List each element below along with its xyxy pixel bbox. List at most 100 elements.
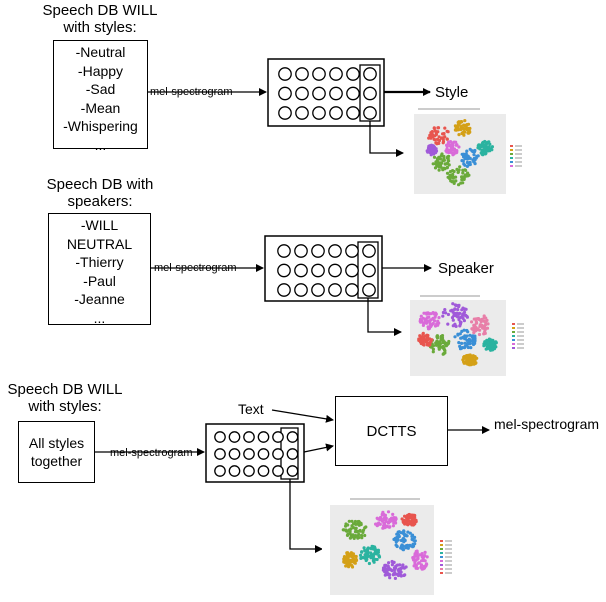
text-to-dctts-arrow [271, 409, 334, 423]
scatter-point [469, 346, 473, 350]
neuron-circle [346, 86, 360, 101]
scatter-point [465, 149, 469, 153]
list-item: -Whispering [63, 118, 138, 135]
scatter-point [415, 566, 420, 571]
scatter-point [461, 358, 465, 362]
panel3-heading: Speech DB WILL with styles: [0, 381, 130, 415]
neuron-circle [277, 244, 291, 258]
panel2-heading: Speech DB with speakers: [30, 176, 170, 210]
scatter-point [371, 545, 375, 549]
scatter-point [461, 181, 465, 185]
panel2-heading-line2: speakers: [67, 193, 133, 210]
neuron-circle [362, 263, 376, 278]
scatter-point [383, 514, 387, 518]
scatter-point [421, 342, 425, 347]
scatter-point [345, 554, 350, 559]
scatter-point [406, 518, 410, 522]
scatter-point [444, 311, 448, 315]
list-item: -Mean [80, 99, 121, 116]
scatter-point [341, 528, 345, 532]
scatter-point [401, 547, 405, 551]
scatter-point [462, 312, 466, 316]
panel1-plot-arrow [369, 121, 404, 157]
scatter-point [413, 535, 417, 540]
legend-swatch [510, 165, 513, 167]
scatter-point [411, 542, 415, 546]
scatter-point [459, 336, 463, 340]
scatter-point [490, 148, 494, 152]
scatter-point [408, 531, 412, 535]
scatter-point [388, 576, 392, 580]
scatter-point [486, 342, 490, 346]
scatter-point [419, 563, 424, 567]
scatter-point [476, 144, 480, 148]
scatter-point [427, 136, 431, 140]
neuron-circle [294, 283, 308, 297]
scatter-point [449, 309, 453, 313]
list-item: -Jeanne [74, 291, 125, 308]
neuron-circle [243, 448, 255, 460]
scatter-point [437, 168, 441, 172]
neuron-circle [228, 448, 241, 460]
panel3-plot-arrow [289, 479, 323, 553]
scatter-point [447, 148, 451, 152]
plot-legend [512, 323, 524, 349]
scatter-point [469, 363, 473, 367]
panel3-heading-line1: Speech DB WILL [7, 381, 123, 398]
scatter-point [440, 334, 445, 338]
scatter-point [463, 119, 467, 123]
scatter-point [373, 548, 377, 552]
scatter-point [431, 311, 435, 315]
neuron-circle [345, 263, 359, 278]
neuron-circle [278, 67, 292, 81]
neuron-circle [329, 106, 343, 120]
scatter-point [395, 535, 399, 540]
scatter-point [421, 331, 425, 335]
scatter-point [483, 146, 487, 150]
scatter-point [461, 316, 465, 320]
panel3-text-label: Text [238, 401, 264, 417]
scatter-point [361, 528, 366, 532]
scatter-point [462, 177, 466, 181]
neuron-circle [295, 106, 309, 120]
scatter-point [486, 322, 490, 326]
scatter-point [462, 123, 466, 127]
scatter-point [400, 517, 404, 521]
scatter-point [435, 142, 439, 146]
neuron-circle [277, 283, 291, 297]
scatter-point [452, 169, 456, 174]
scatter-point [423, 559, 427, 563]
scatter-point [431, 350, 435, 354]
scatter-point [345, 529, 349, 533]
scatter-point [417, 561, 421, 565]
scatter-point [387, 561, 391, 565]
scatter-point [482, 151, 486, 155]
legend-swatch [440, 560, 443, 562]
legend-swatch [440, 552, 443, 554]
scatter-point [452, 314, 456, 318]
scatter-point [429, 318, 433, 322]
scatter-point [429, 153, 433, 157]
neuron-circle [286, 431, 299, 443]
scatter-point [427, 315, 431, 319]
scatter-point [455, 143, 459, 147]
scatter-point [438, 342, 442, 346]
scatter-point [463, 130, 467, 134]
scatter-point [483, 330, 487, 334]
scatter-point [446, 341, 451, 345]
scatter-point [463, 127, 467, 131]
neuron-circle [214, 465, 226, 477]
neuron-circle [272, 465, 284, 477]
scatter-point [483, 327, 487, 331]
neuron-circle [295, 86, 309, 101]
scatter-point [384, 563, 388, 568]
list-item: ... [94, 136, 107, 153]
neuron-circle [257, 465, 270, 477]
scatter-point [385, 570, 389, 574]
neuron-circle [363, 86, 377, 101]
scatter-point [432, 155, 437, 159]
panel1-heading: Speech DB WILL with styles: [30, 2, 170, 36]
panel2-plot-arrow [367, 298, 402, 336]
scatter-point [429, 324, 433, 328]
scatter-point [392, 521, 396, 525]
